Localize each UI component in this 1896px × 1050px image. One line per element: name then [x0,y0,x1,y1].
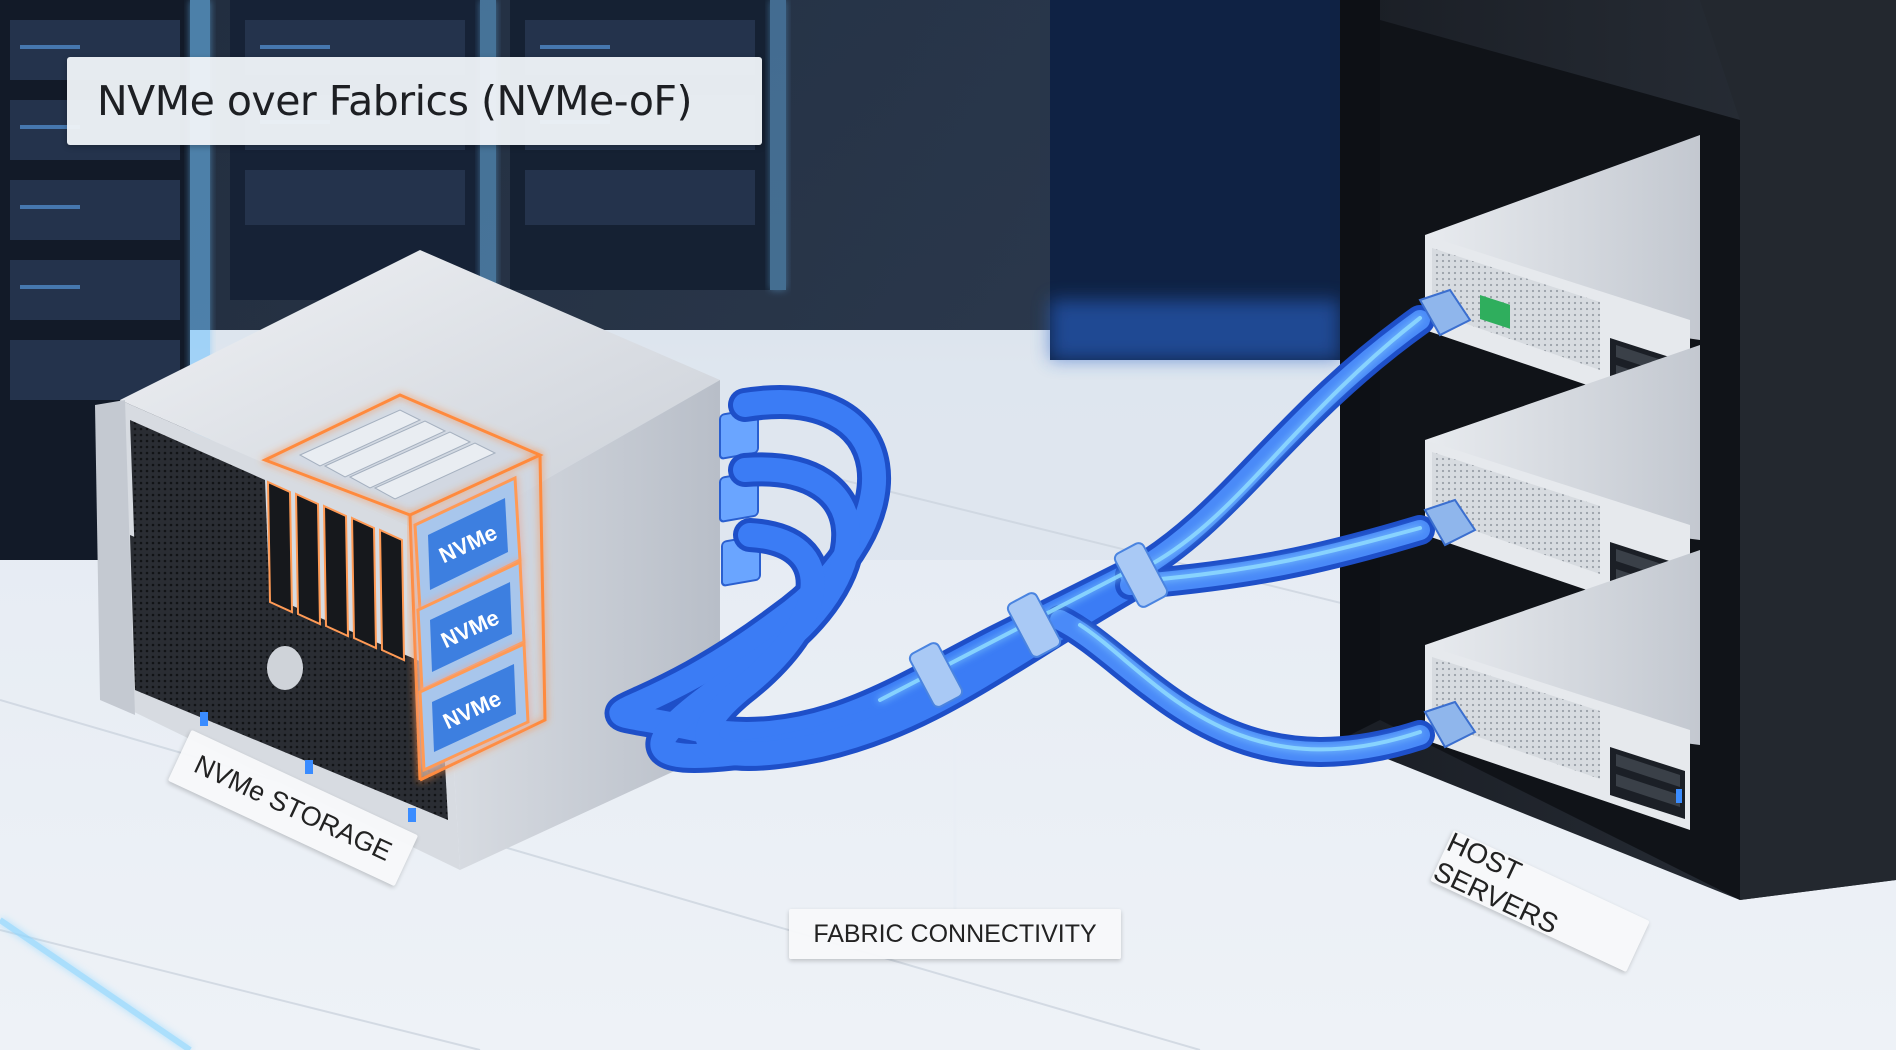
host-server-3 [1425,550,1700,830]
nvme-drive-1: NVMe [413,475,522,613]
host-server-rack [1340,0,1896,900]
nvme-drive-2: NVMe [416,559,526,693]
storage-connectors [719,407,761,587]
cable-clamps [908,542,1169,708]
host-connectors [1418,288,1477,749]
nvme-drive-3: NVMe [418,641,530,773]
page-title: NVMe over Fabrics (NVMe-oF) [97,77,693,125]
title-banner: NVMe over Fabrics (NVMe-oF) [67,57,762,145]
fabric-label: FABRIC CONNECTIVITY [789,909,1121,959]
nvme-drive-modules: NVMe NVMe NVMe [413,475,530,773]
nvme-storage-array [95,250,720,870]
